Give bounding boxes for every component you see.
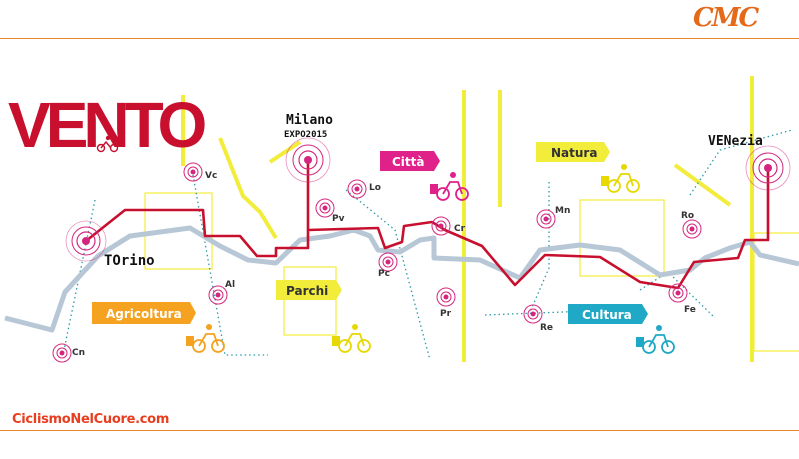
stop-label-mn: Mn (555, 206, 570, 216)
header-divider (0, 38, 799, 39)
badge-natura-label: Natura (551, 146, 597, 160)
frame-parchi (283, 266, 337, 336)
badge-agricoltura[interactable] (92, 302, 196, 324)
badge-cultura-label: Cultura (582, 308, 632, 322)
badge-cultura[interactable] (568, 304, 648, 324)
stop-label-cn: Cn (72, 348, 85, 358)
stop-label-pv: Pv (332, 214, 345, 224)
stop-label-pr: Pr (440, 309, 452, 319)
badge-citta-label: Città (392, 155, 425, 169)
badge-parchi[interactable] (276, 280, 342, 300)
vento-title: VENTO (8, 89, 206, 161)
node-milano[interactable] (285, 137, 331, 183)
bike-icon-parchi (332, 324, 371, 353)
node-fe[interactable] (668, 283, 688, 303)
node-pc[interactable] (378, 252, 398, 272)
dotted-ro (689, 129, 793, 196)
vento-cycle-route (85, 170, 770, 290)
node-ro[interactable] (682, 219, 702, 239)
node-mn[interactable] (536, 209, 556, 229)
yellow-line-5 (218, 137, 278, 240)
node-vc[interactable] (183, 162, 203, 182)
city-label-expo: EXPO2015 (284, 130, 327, 140)
stop-label-cr: Cr (454, 224, 466, 234)
city-label-milano: Milano (286, 113, 333, 128)
stop-label-fe: Fe (684, 305, 696, 315)
dotted-mn (529, 182, 550, 313)
badge-citta[interactable] (380, 151, 440, 171)
yellow-corridors (181, 76, 754, 362)
dotted-lo-pc (345, 189, 431, 361)
footer-divider (0, 430, 799, 431)
node-al[interactable] (208, 285, 228, 305)
bike-icon-natura (601, 164, 640, 193)
stop-label-lo: Lo (369, 183, 381, 193)
badge-agricoltura-label: Agricoltura (106, 307, 182, 321)
node-pv[interactable] (315, 198, 335, 218)
bike-icon-cultura (636, 325, 675, 354)
stop-label-ro: Ro (681, 211, 694, 221)
cmc-logo: CMC (693, 3, 759, 33)
stop-label-vc: Vc (205, 171, 217, 181)
badge-natura[interactable] (536, 142, 610, 162)
node-venezia[interactable] (745, 145, 791, 191)
city-label-venezia: VENezia (708, 134, 763, 149)
node-torino[interactable] (65, 220, 107, 262)
stop-label-pc: Pc (378, 269, 390, 279)
stop-label-al: Al (225, 280, 235, 290)
minor-nodes (52, 162, 702, 363)
footer-website[interactable]: CiclismoNelCuore.com (12, 412, 170, 427)
frame-natura (579, 199, 665, 277)
node-cn[interactable] (52, 343, 72, 363)
yellow-line-6 (673, 163, 732, 207)
yellow-line-7 (268, 140, 302, 164)
node-pr[interactable] (436, 287, 456, 307)
bike-icon-agricoltura (186, 324, 225, 353)
region-frames (144, 192, 799, 352)
node-cr[interactable] (431, 216, 451, 236)
node-re[interactable] (523, 304, 543, 324)
frame-agricoltura (144, 192, 213, 270)
node-lo[interactable] (347, 179, 367, 199)
vento-bike-icon (96, 135, 119, 153)
badge-parchi-label: Parchi (286, 284, 328, 298)
city-label-torino: TOrino (104, 253, 155, 269)
dotted-fe (639, 271, 716, 319)
bike-icon-citta (430, 172, 469, 201)
stop-label-re: Re (540, 323, 553, 333)
